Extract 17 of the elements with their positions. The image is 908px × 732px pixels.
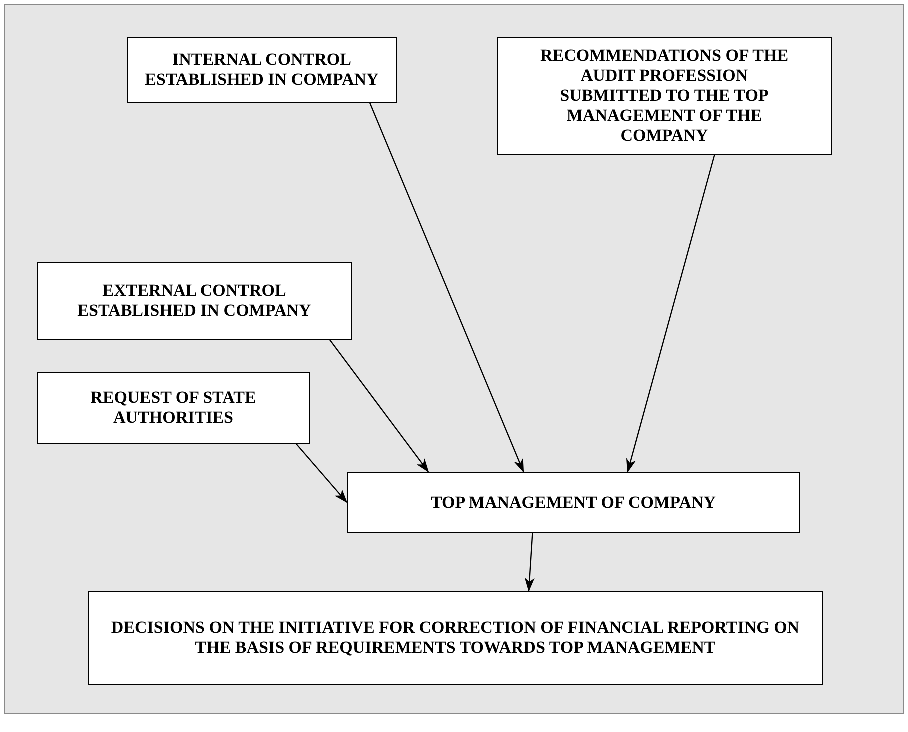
box-label: REQUEST OF STATE AUTHORITIES [90,388,258,428]
process-box [127,37,397,103]
process-box [497,37,832,155]
process-box [88,591,823,685]
box-label: RECOMMENDATIONS OF THE AUDIT PROFESSION SUBMITTED TO THE TOP MANAGEMENT OF THE COMPANY [540,46,790,146]
process-box [347,472,800,533]
arrow [296,444,348,504]
box-label: TOP MANAGEMENT OF COMPANY [430,492,716,512]
box-label: EXTERNAL CONTROL ESTABLISHED IN COMPANY [76,281,312,321]
process-box [37,372,310,444]
box-label: DECISIONS ON THE INITIATIVE FOR CORRECTION OF FINANCIAL REPORTING ON THE BASIS OF REQUIREMENTS TOWARDS TOP MANAGEMENT [110,618,801,658]
arrow [369,102,524,473]
arrow [524,532,535,592]
box-label: INTERNAL CONTROL ESTABLISHED IN COMPANY [144,50,380,90]
arrow [626,154,716,473]
process-box [37,262,352,340]
arrow [329,340,430,473]
